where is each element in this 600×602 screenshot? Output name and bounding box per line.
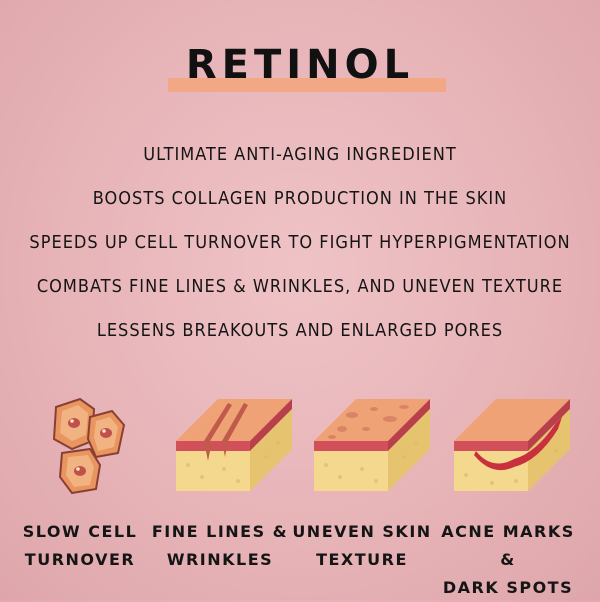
- condition-label-acne-marks: ACNE MARKS & DARK SPOTS: [438, 518, 578, 602]
- header: RETINOL: [0, 0, 600, 100]
- condition-label-fine-lines: FINE LINES & WRINKLES: [150, 518, 290, 574]
- uneven-skin-icon: [312, 395, 432, 505]
- condition-label-line: SLOW CELL: [22, 522, 138, 541]
- condition-label-slow-cell-turnover: SLOW CELL TURNOVER: [10, 518, 150, 574]
- skin-cells-icon: [32, 395, 152, 505]
- wrinkled-skin-icon: [174, 395, 294, 505]
- condition-label-line: TURNOVER: [24, 550, 136, 569]
- benefit-item: COMBATS FINE LINES & WRINKLES, AND UNEVE…: [36, 276, 564, 297]
- title-underline-bar: [168, 78, 446, 92]
- condition-label-line: TEXTURE: [316, 550, 408, 569]
- benefit-item: SPEEDS UP CELL TURNOVER TO FIGHT HYPERPI…: [29, 232, 571, 253]
- benefit-item: LESSENS BREAKOUTS AND ENLARGED PORES: [96, 320, 504, 341]
- condition-label-line: FINE LINES &: [151, 522, 289, 541]
- benefit-item: ULTIMATE ANTI-AGING INGREDIENT: [143, 144, 457, 165]
- condition-label-line: ACNE MARKS &: [441, 522, 575, 569]
- condition-label-line: UNEVEN SKIN: [292, 522, 432, 541]
- acne-skin-icon: [452, 395, 572, 505]
- condition-label-uneven-texture: UNEVEN SKIN TEXTURE: [292, 518, 432, 574]
- page-title: RETINOL: [185, 42, 415, 88]
- benefit-item: BOOSTS COLLAGEN PRODUCTION IN THE SKIN: [92, 188, 508, 209]
- condition-label-line: DARK SPOTS: [442, 578, 574, 597]
- condition-label-line: WRINKLES: [166, 550, 274, 569]
- benefits-list: ULTIMATE ANTI-AGING INGREDIENT BOOSTS CO…: [0, 138, 600, 358]
